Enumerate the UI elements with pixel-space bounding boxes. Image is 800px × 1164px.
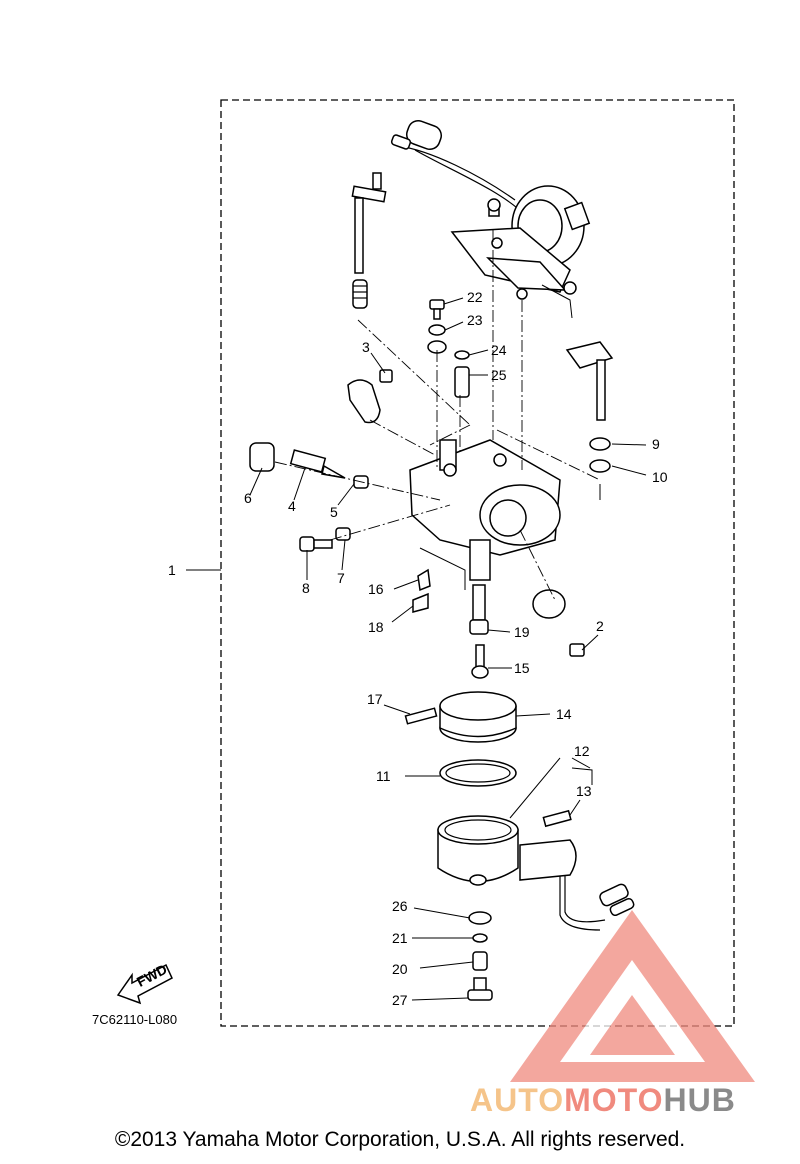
- callout-13: 13: [576, 783, 592, 799]
- solenoid-assembly: [390, 119, 591, 300]
- callout-22: 22: [467, 289, 483, 305]
- callout-11: 11: [376, 768, 391, 784]
- callout-5: 5: [330, 504, 338, 520]
- callout-26: 26: [392, 898, 408, 914]
- float-needle-parts: [412, 568, 431, 613]
- callout-19: 19: [514, 624, 530, 640]
- callout-15: 15: [514, 660, 530, 676]
- float-bowl: [437, 809, 635, 931]
- diagram-code: 7C62110-L080: [92, 1012, 178, 1027]
- carburetor-body: [409, 439, 561, 581]
- main-jet-parts: [469, 584, 489, 679]
- callout-2: 2: [596, 618, 604, 634]
- callout-16: 16: [368, 581, 384, 597]
- assembly-boundary: [220, 99, 735, 1027]
- callout-8: 8: [302, 580, 310, 596]
- pilot-screw-parts: [249, 442, 369, 489]
- small-parts-top: [427, 299, 470, 398]
- watermark-logo: [510, 910, 755, 1082]
- callout-21: 21: [392, 930, 408, 946]
- drain-parts: [467, 911, 493, 1001]
- callout-24: 24: [491, 342, 507, 358]
- bracket-lines: [419, 284, 601, 785]
- guide-lines: [274, 230, 601, 601]
- callout-27: 27: [392, 992, 408, 1008]
- idle-screw-parts: [299, 527, 351, 552]
- float-bowl-gasket: [439, 759, 517, 787]
- callout-3: 3: [362, 339, 370, 355]
- plug-and-screw: [532, 589, 585, 657]
- fwd-arrow-icon: FWD: [116, 961, 173, 1005]
- callout-17: 17: [367, 691, 383, 707]
- callout-18: 18: [368, 619, 384, 635]
- callout-9: 9: [652, 436, 660, 452]
- watermark-text: AUTOMOTOHUB: [470, 1082, 736, 1119]
- leader-lines: [186, 297, 647, 1001]
- watermark-part-moto: MOTO: [564, 1082, 664, 1118]
- callout-12: 12: [574, 743, 590, 759]
- watermark-part-hub: HUB: [663, 1082, 736, 1118]
- float-assembly: [404, 691, 517, 743]
- callout-4: 4: [288, 498, 296, 514]
- copyright-text: ©2013 Yamaha Motor Corporation, U.S.A. A…: [114, 1128, 686, 1151]
- callout-10: 10: [652, 469, 668, 485]
- throttle-shaft: [351, 172, 387, 309]
- callout-7: 7: [337, 570, 345, 586]
- callouts: 1 2 3 4 5 6 7 8 9 10 11 12 13 14 15 16 1…: [168, 289, 668, 1008]
- callout-25: 25: [491, 367, 507, 383]
- callout-20: 20: [392, 961, 408, 977]
- cover-plate: [347, 369, 393, 424]
- callout-6: 6: [244, 490, 252, 506]
- callout-23: 23: [467, 312, 483, 328]
- choke-shaft: [565, 341, 614, 473]
- callout-14: 14: [556, 706, 572, 722]
- callout-1: 1: [168, 562, 176, 578]
- watermark-part-auto: AUTO: [470, 1082, 565, 1118]
